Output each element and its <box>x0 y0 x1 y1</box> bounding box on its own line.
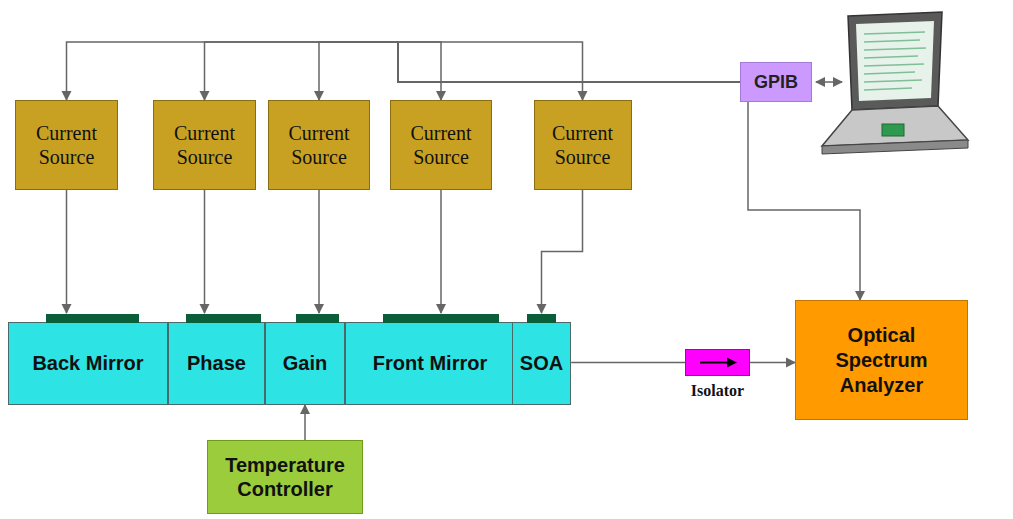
laser-section: Front Mirror <box>345 322 515 405</box>
connector <box>542 190 583 313</box>
connector <box>204 190 206 313</box>
box-label: Current Source <box>542 121 624 169</box>
electrode-pad <box>383 314 499 323</box>
connector <box>398 42 740 100</box>
connector <box>304 405 306 440</box>
electrode-pad <box>296 314 339 323</box>
box-label: Gain <box>283 352 327 375</box>
box-label: Front Mirror <box>373 352 487 375</box>
laptop-icon <box>822 12 968 154</box>
connector <box>205 42 741 100</box>
box-label: Current Source <box>164 121 246 169</box>
laser-section: Gain <box>265 322 345 405</box>
gpib-box: GPIB <box>740 62 812 102</box>
connector <box>571 362 685 364</box>
electrode-pad <box>46 314 139 323</box>
laser-section: Back Mirror <box>8 322 168 405</box>
current-source-box: Current Source <box>15 100 118 190</box>
box-label: Isolator <box>691 382 744 400</box>
connector <box>319 42 740 100</box>
connector <box>398 42 740 100</box>
spectrum-analyzer-box: Optical Spectrum Analyzer <box>795 300 968 420</box>
connector <box>66 190 68 313</box>
box-label: Optical Spectrum Analyzer <box>826 323 938 398</box>
isolator-arrow-symbol <box>686 350 749 375</box>
box-label: Phase <box>187 352 246 375</box>
connector <box>440 190 442 313</box>
isolator: Isolator <box>685 349 750 376</box>
box-label: Temperature Controller <box>215 453 355 501</box>
temperature-controller-box: Temperature Controller <box>207 440 363 514</box>
laser-section: SOA <box>512 322 571 405</box>
connector <box>748 102 860 300</box>
electrode-pad <box>186 314 261 323</box>
box-label: SOA <box>520 352 563 375</box>
current-source-box: Current Source <box>390 100 492 190</box>
laser-section: Phase <box>168 322 265 405</box>
box-label: GPIB <box>754 72 798 93</box>
connector <box>67 42 741 100</box>
gpib-link-arrow <box>816 81 842 83</box>
connector <box>318 190 320 313</box>
isolator-body <box>685 349 750 376</box>
current-source-box: Current Source <box>534 100 632 190</box>
box-label: Back Mirror <box>32 352 143 375</box>
box-label: Current Source <box>400 121 482 169</box>
connector <box>750 362 795 364</box>
box-label: Current Source <box>26 121 108 169</box>
connector-layer <box>67 42 861 440</box>
current-source-box: Current Source <box>153 100 256 190</box>
electrode-pad <box>527 314 556 323</box>
box-label: Current Source <box>278 121 360 169</box>
current-source-box: Current Source <box>268 100 370 190</box>
